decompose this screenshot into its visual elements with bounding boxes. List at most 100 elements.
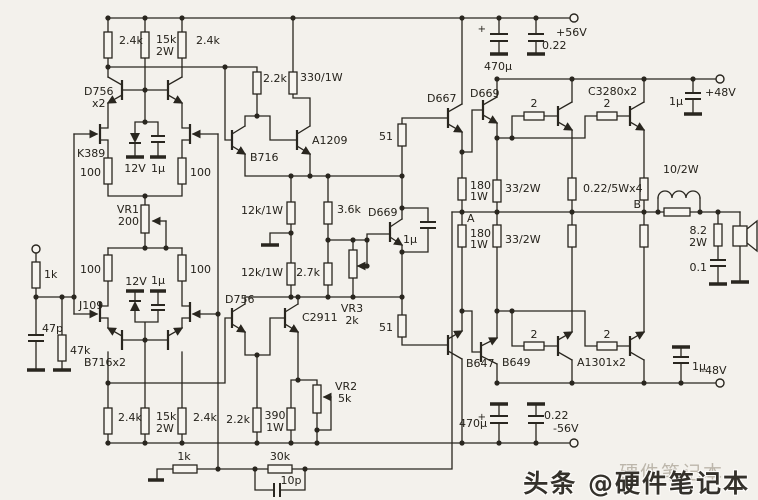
label-r2-4: 2 (604, 328, 611, 341)
label-r330: 330/1W (300, 71, 343, 84)
label-r24k-br: 2.4k (193, 411, 217, 424)
label-r12k-2: 12k/1W (241, 266, 283, 279)
label-r022x4: 0.22/5Wx4 (583, 182, 643, 195)
label-b649: B649 (502, 356, 531, 369)
transistors (98, 76, 646, 365)
zener-diodes (129, 133, 141, 311)
label-r15k-t: 15k (156, 33, 177, 46)
label-cap022-bot: 0.22 (544, 409, 569, 422)
capacitors (28, 33, 726, 497)
label-rail-neg: -56V (553, 422, 579, 435)
label-vr2-val: 5k (338, 392, 352, 405)
label-d756-pair: D756 (84, 85, 113, 98)
label-cap470u-top: 470µ (484, 60, 512, 73)
label-r51-b: 51 (379, 321, 393, 334)
label-vr1-val: 200 (118, 215, 139, 228)
label-r100-bl: 100 (80, 263, 101, 276)
label-r100-tr: 100 (190, 166, 211, 179)
pos56-terminal (569, 13, 579, 23)
label-r2-2: 2 (604, 97, 611, 110)
label-d669-bias: D669 (368, 206, 397, 219)
label-rfb-1k: 1k (177, 450, 191, 463)
label-r82w: 2W (689, 236, 707, 249)
label-c1u-bias: 1µ (403, 233, 417, 246)
label-r22k-t: 2.2k (263, 72, 287, 85)
label-c1u-b: 1µ (151, 274, 165, 287)
label-b716x2: B716x2 (84, 356, 126, 369)
label-cap470u-bot: 470µ (459, 417, 487, 430)
label-vr1: VR1 (117, 203, 139, 216)
ground-symbols (27, 52, 749, 482)
label-k389: K389 (77, 147, 105, 160)
speaker-icon (732, 219, 758, 253)
label-z12v-b: 12V (125, 275, 147, 288)
label-r180-2: 180 (470, 227, 491, 240)
label-c3280: C3280x2 (588, 85, 637, 98)
label-out-pos: +48V (705, 86, 736, 99)
label-r15k-b: 15k (156, 410, 177, 423)
label-r180-1: 180 (470, 179, 491, 192)
label-r12k-1: 12k/1W (241, 204, 283, 217)
label-cap1u-neg: 1µ (692, 360, 706, 373)
label-c1u-t: 1µ (151, 162, 165, 175)
label-c01: 0.1 (690, 261, 708, 274)
label-z12v-t: 12V (124, 162, 146, 175)
label-node-b: B (633, 198, 641, 211)
label-plus-bot: + (478, 412, 486, 423)
label-r82: 8.2 (690, 224, 708, 237)
label-out-neg: -48V (701, 364, 727, 377)
label-plus-top: + (478, 24, 486, 35)
watermark-text: 头条 @硬件笔记本 (523, 469, 750, 498)
wires (35, 17, 741, 491)
labels: +56V -56V +48V -48V 470µ 0.22 470µ 0.22 … (42, 24, 736, 487)
label-d756-x2: x2 (92, 97, 106, 110)
label-r47k: 47k (70, 344, 91, 357)
label-l10: 10/2W (663, 163, 699, 176)
label-r27k: 2.7k (296, 266, 320, 279)
junction-dots (33, 15, 721, 472)
label-r24k-bl: 2.4k (118, 411, 142, 424)
label-r51-t: 51 (379, 130, 393, 143)
label-r15k-b-w: 2W (156, 422, 174, 435)
label-c10p: 10p (281, 474, 302, 487)
label-c2911: C2911 (302, 311, 338, 324)
label-r33-2: 33/2W (505, 233, 541, 246)
label-vr3-val: 2k (345, 314, 359, 327)
label-r24k-tl: 2.4k (119, 34, 143, 47)
label-rfb-30k: 30k (270, 450, 291, 463)
label-r180-1w: 1W (470, 190, 488, 203)
label-a1301: A1301x2 (577, 356, 626, 369)
label-cap022-top: 0.22 (542, 39, 567, 52)
label-c47p: 47p (42, 322, 63, 335)
label-vr3: VR3 (341, 302, 363, 315)
label-rail-pos: +56V (556, 26, 587, 39)
pos48-terminal (715, 74, 725, 84)
label-r2-3: 2 (531, 328, 538, 341)
label-r22k-b: 2.2k (226, 413, 250, 426)
label-d669-drv: D669 (470, 87, 499, 100)
label-r24k-tr: 2.4k (196, 34, 220, 47)
watermark-ghost: 硬件笔记本 (618, 462, 724, 484)
label-j109: J109 (78, 299, 103, 312)
neg48-terminal (715, 378, 725, 388)
label-rin: 1k (44, 268, 58, 281)
label-r15k-t-w: 2W (156, 45, 174, 58)
label-r180-2w: 1W (470, 238, 488, 251)
neg56-terminal (569, 438, 579, 448)
label-r100-br: 100 (190, 263, 211, 276)
label-vr2: VR2 (335, 380, 357, 393)
label-a1209: A1209 (312, 134, 348, 147)
label-d756-mid: D756 (225, 293, 254, 306)
label-r2-1: 2 (531, 97, 538, 110)
input-terminal (31, 244, 41, 254)
label-r390: 390 (265, 409, 286, 422)
label-cap1u-pos: 1µ (669, 95, 683, 108)
label-r36k: 3.6k (337, 203, 361, 216)
label-r390-w: 1W (266, 421, 284, 434)
label-r100-tl: 100 (80, 166, 101, 179)
label-node-a: A (467, 212, 475, 225)
resistors (31, 31, 723, 474)
watermark: 硬件笔记本 头条 @硬件笔记本 (523, 462, 750, 498)
